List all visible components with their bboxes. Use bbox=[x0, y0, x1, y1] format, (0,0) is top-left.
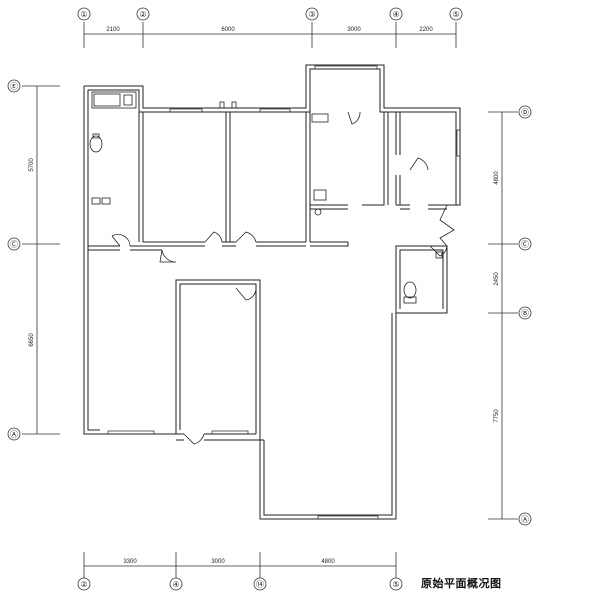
right-dim-1: 4800 bbox=[494, 171, 500, 185]
right-axis-label-3: Ⓑ bbox=[521, 309, 529, 318]
top-axis-label-4: ④ bbox=[392, 10, 399, 19]
top-axis-label-5: ⑤ bbox=[452, 10, 459, 19]
bottom-axis-label-2: ④ bbox=[172, 580, 179, 589]
right-dim-2: 2450 bbox=[494, 272, 500, 286]
bottom-axis-label-4: ⑤ bbox=[392, 580, 399, 589]
bottom-axis-label-1: ② bbox=[80, 580, 87, 589]
left-dimension-line bbox=[7, 79, 60, 441]
left-dim-2: 6650 bbox=[29, 333, 35, 347]
right-axis-label-2: Ⓒ bbox=[521, 240, 529, 249]
right-axis-label-1: Ⓓ bbox=[521, 108, 529, 117]
top-dim-2: 6000 bbox=[221, 27, 235, 33]
bottom-dim-3: 4800 bbox=[321, 559, 335, 565]
windows bbox=[107, 65, 461, 520]
left-dim-1: 5700 bbox=[29, 158, 35, 172]
fixtures bbox=[89, 91, 443, 304]
top-axis-label-1: ① bbox=[80, 10, 87, 19]
top-dim-1: 2100 bbox=[106, 27, 120, 33]
right-dimension-line bbox=[488, 105, 532, 526]
bottom-axis-label-3: ⑭ bbox=[256, 580, 264, 589]
bottom-dim-1: 3300 bbox=[123, 559, 137, 565]
left-axis-label-2: Ⓒ bbox=[10, 240, 18, 249]
top-dim-3: 3000 bbox=[347, 27, 361, 33]
top-axis-label-2: ② bbox=[139, 10, 146, 19]
top-dim-4: 2200 bbox=[419, 27, 433, 33]
bottom-dimension-line bbox=[77, 552, 403, 591]
left-axis-label-1: Ⓔ bbox=[10, 82, 18, 91]
bottom-dim-2: 3000 bbox=[211, 559, 225, 565]
top-axis-label-3: ③ bbox=[308, 10, 315, 19]
left-axis-label-3: Ⓐ bbox=[10, 430, 18, 439]
top-dimension-line bbox=[77, 7, 463, 48]
drawing-title: 原始平面概况图 bbox=[421, 577, 502, 590]
right-dim-3: 7750 bbox=[494, 409, 500, 423]
doors bbox=[111, 111, 455, 445]
walls bbox=[83, 64, 461, 520]
right-axis-label-4: Ⓐ bbox=[521, 515, 529, 524]
